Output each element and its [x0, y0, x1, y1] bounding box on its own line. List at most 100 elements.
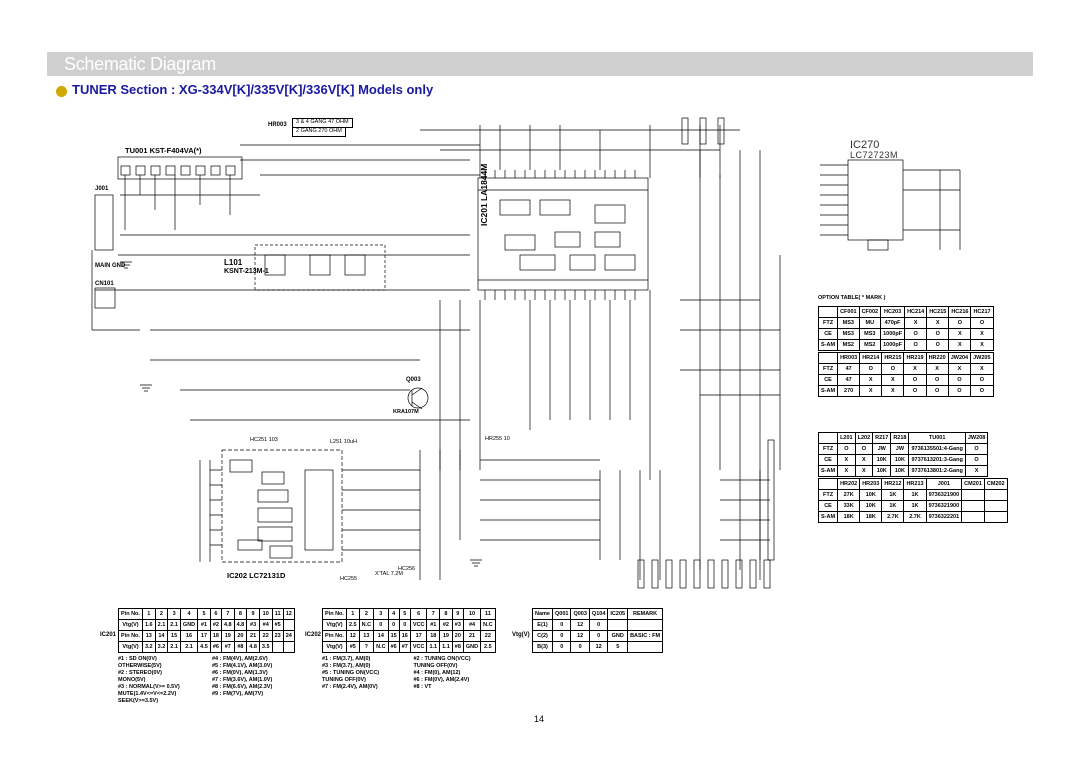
table-cell: O: [926, 339, 950, 351]
table-cell: 47: [837, 363, 861, 375]
table-cell: X: [964, 465, 989, 477]
header-cell: CF001: [837, 306, 860, 318]
table-cell: FTZ: [817, 443, 839, 455]
table-cell: X: [948, 328, 972, 340]
table-cell: 4.8: [246, 641, 260, 653]
table-cell: S-AM: [817, 465, 839, 477]
table-cell: O: [970, 385, 994, 397]
table-cell: 22: [480, 630, 496, 642]
table-cell: 12: [345, 630, 360, 642]
note: #6 : FM(0V), AM(2.4V): [413, 677, 470, 683]
table-cell: X: [859, 374, 883, 386]
table-cell: 3: [167, 608, 181, 620]
l101-block: [254, 244, 386, 291]
ic270-block: [847, 159, 904, 241]
table-cell: GND: [179, 619, 199, 631]
table-cell: VCC: [409, 619, 428, 631]
table-cell: 10K: [859, 500, 883, 512]
table-cell: O: [859, 363, 883, 375]
table-cell: 17: [197, 630, 211, 642]
note: #5 : FM(4.1V), AM(3.0V): [212, 663, 273, 669]
table-cell: 7: [220, 608, 235, 620]
table-cell: E(1): [532, 619, 553, 631]
table-cell: 0: [387, 619, 400, 631]
table-cell: 9: [451, 608, 464, 620]
ic201-label: IC201 LA1844M: [479, 163, 489, 226]
table-cell: Vtg(V): [118, 641, 143, 653]
hr003-270ohm: 2 GANG 270 OHM: [292, 127, 346, 137]
note: #9 : FM(7V), AM(7V): [212, 691, 264, 697]
table-cell: CE: [817, 500, 839, 512]
lc72723m-label: LC72723M: [850, 150, 899, 160]
note: MUTE(1.4V<=V<=2.2V): [118, 691, 177, 697]
header-cell: CF002: [858, 306, 882, 318]
note: #5 : TUNING ON(VCC): [322, 670, 380, 676]
note: SEEK(V>=3.5V): [118, 698, 159, 704]
table-cell: 18K: [837, 511, 861, 523]
header-cell: JW205: [970, 352, 994, 364]
table-cell: 2.5: [480, 641, 496, 653]
note: TUNING OFF(0V): [322, 677, 366, 683]
note: #7 : FM(2.4V), AM(0V): [322, 684, 378, 690]
table-cell: JW: [872, 443, 892, 455]
table-cell: 22: [258, 630, 273, 642]
table-cell: 470pF: [880, 317, 906, 329]
table-cell: O: [948, 317, 972, 329]
table-cell: 18: [209, 630, 222, 642]
table-cell: O: [964, 454, 989, 466]
table-cell: 2.7K: [903, 511, 927, 523]
table-cell: #4: [462, 619, 482, 631]
table-cell: #6: [387, 641, 400, 653]
table-cell: O: [854, 443, 874, 455]
cn101-label: CN101: [95, 281, 114, 287]
header-cell: L202: [854, 432, 874, 444]
header-cell: HR220: [925, 352, 949, 364]
option-table-2: HR003 HR214 HR215 HR219 HR220 JW204 JW20…: [817, 352, 994, 397]
table-cell: ?: [358, 641, 375, 653]
table-cell: MS2: [858, 339, 882, 351]
table-cell: 9737613201:3-Gang: [908, 454, 966, 466]
table-cell: 2.5: [345, 619, 360, 631]
note: TUNING OFF(0V): [413, 663, 458, 669]
table-cell: X: [970, 339, 994, 351]
table-cell: 3: [373, 608, 389, 620]
table-cell: 10: [258, 608, 273, 620]
table-cell: 1K: [903, 489, 927, 501]
header-cell: [817, 306, 839, 318]
table-cell: 2.1: [167, 619, 181, 631]
table-cell: Pin No.: [322, 608, 347, 620]
table-cell: 2.1: [154, 619, 169, 631]
table-cell: [961, 500, 985, 512]
table-cell: GND: [607, 630, 629, 642]
top-connectors: [681, 117, 725, 145]
header-cell: HR003: [837, 352, 861, 364]
table-cell: 5: [197, 608, 211, 620]
table-cell: [983, 500, 1008, 512]
header-cell: L201: [837, 432, 856, 444]
table-cell: Vtg(V): [118, 619, 143, 631]
option-table-4-header: HR202 HR203 HR212 HR213 J001 CM201 CM202: [817, 478, 1008, 490]
table-cell: 16: [398, 630, 411, 642]
j001-block: [94, 194, 114, 251]
table-cell: 10K: [890, 465, 910, 477]
table-cell: N.C: [373, 641, 389, 653]
table-cell: 5: [398, 608, 411, 620]
header-cell: J001: [925, 478, 963, 490]
table-cell: 9736322201: [925, 511, 963, 523]
table-cell: [627, 641, 664, 653]
table-cell: 18K: [859, 511, 883, 523]
option-table-4: HR202 HR203 HR212 HR213 J001 CM201 CM202…: [817, 478, 1008, 523]
table-cell: #7: [398, 641, 411, 653]
table-cell: #6: [209, 641, 222, 653]
table-cell: 1.1: [426, 641, 441, 653]
table-cell: 18: [426, 630, 441, 642]
table-cell: 6: [209, 608, 222, 620]
table-cell: 1: [141, 608, 156, 620]
table-cell: [282, 641, 295, 653]
